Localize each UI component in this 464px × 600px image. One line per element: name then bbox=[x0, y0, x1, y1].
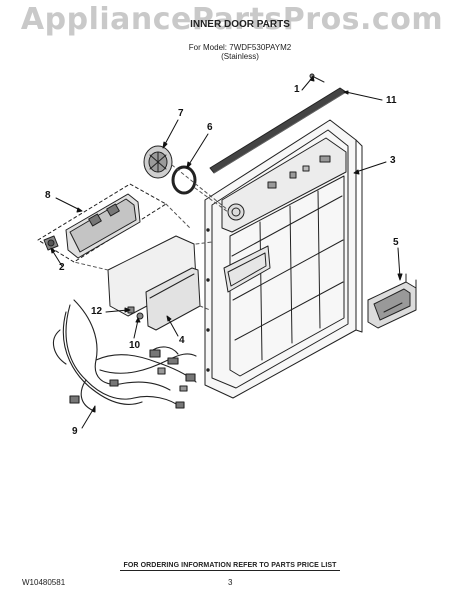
callout-1: 1 bbox=[294, 84, 300, 95]
document-number: W10480581 bbox=[22, 578, 66, 587]
model-variant: (Stainless) bbox=[221, 52, 259, 61]
wire-harness bbox=[52, 299, 197, 411]
door-handle-bracket bbox=[367, 273, 417, 329]
dispenser-knob bbox=[43, 235, 59, 251]
callout-12: 12 bbox=[91, 306, 103, 317]
model-subtitle: For Model: 7WDF530PAYM2 bbox=[188, 43, 292, 52]
diagram-title: INNER DOOR PARTS bbox=[190, 19, 290, 30]
callout-3: 3 bbox=[390, 155, 396, 166]
insulation-panel bbox=[107, 235, 201, 331]
dispenser-assembly bbox=[37, 183, 167, 263]
callout-8: 8 bbox=[45, 190, 51, 201]
callout-5: 5 bbox=[393, 237, 399, 248]
callout-11: 11 bbox=[386, 95, 397, 106]
footer-divider bbox=[120, 570, 340, 571]
callout-6: 6 bbox=[207, 122, 213, 133]
callout-2: 2 bbox=[59, 262, 65, 273]
callout-4: 4 bbox=[179, 335, 185, 346]
ordering-info: FOR ORDERING INFORMATION REFER TO PARTS … bbox=[123, 562, 337, 569]
page-number: 3 bbox=[228, 578, 233, 587]
callout-9: 9 bbox=[72, 426, 78, 437]
callout-7: 7 bbox=[178, 108, 184, 119]
watermark: AppliancePartsPros.com bbox=[20, 2, 444, 37]
vent-gasket bbox=[171, 165, 197, 195]
callout-10: 10 bbox=[129, 340, 141, 351]
vent-cap bbox=[143, 145, 173, 179]
inner-door-panel bbox=[204, 119, 363, 399]
leader-lines bbox=[50, 75, 403, 429]
